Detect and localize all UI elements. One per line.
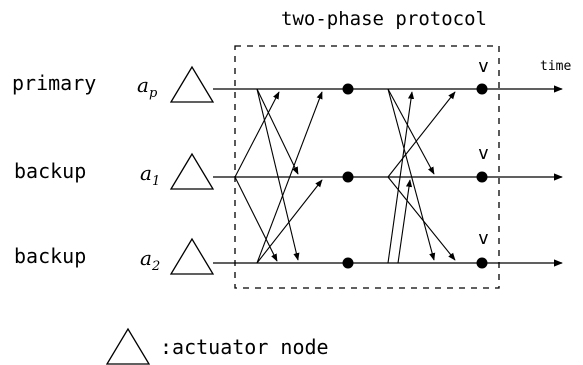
node-role: backup	[14, 159, 86, 183]
message-arrow	[256, 88, 300, 261]
message-arrow	[387, 88, 435, 175]
decision-value-label: v	[478, 56, 489, 77]
message-arrow	[387, 176, 456, 261]
node-subscript: 1	[152, 174, 160, 189]
phase-event-dot	[342, 257, 354, 269]
decision-value-label: v	[478, 228, 489, 249]
protocol-box	[234, 45, 500, 289]
phase-1-messages	[234, 88, 323, 264]
triangle-icon	[169, 237, 215, 275]
node-symbol: a	[140, 246, 152, 270]
triangle-icon	[169, 65, 215, 103]
node-subscript: p	[149, 86, 158, 101]
message-arrow	[256, 88, 299, 175]
node-label-primary: primary ap	[12, 71, 158, 101]
triangle-icon	[169, 152, 215, 190]
svg-text:a1: a1	[140, 161, 160, 189]
decision-event-dot	[476, 171, 488, 183]
node-symbol: a	[140, 161, 152, 185]
message-arrow	[234, 91, 280, 178]
time-axis-label: time	[540, 59, 571, 74]
message-arrow	[256, 179, 323, 264]
svg-text:ap: ap	[137, 73, 158, 101]
legend: :actuator node	[105, 327, 329, 365]
node-label-backup-2: backup a2	[14, 244, 160, 274]
node-role: primary	[12, 71, 96, 95]
triangle-icon	[105, 327, 151, 365]
message-arrow	[256, 91, 323, 264]
message-arrow	[387, 88, 436, 261]
decision-event-dot	[476, 83, 488, 95]
node-role: backup	[14, 244, 86, 268]
protocol-title: two-phase protocol	[281, 8, 487, 30]
message-arrow	[234, 176, 278, 262]
decision-value-label: v	[478, 143, 489, 164]
phase-event-dot	[342, 83, 354, 95]
legend-label: :actuator node	[160, 335, 329, 359]
phase-event-dot	[342, 171, 354, 183]
message-arrow	[387, 91, 415, 264]
decision-event-dot	[476, 257, 488, 269]
node-subscript: 2	[151, 259, 160, 274]
phase-2-messages	[387, 88, 456, 264]
message-arrow	[387, 91, 456, 178]
node-label-backup-1: backup a1	[14, 159, 160, 189]
message-arrow	[397, 179, 413, 264]
svg-text:a2: a2	[140, 246, 160, 274]
node-symbol: a	[137, 73, 149, 97]
